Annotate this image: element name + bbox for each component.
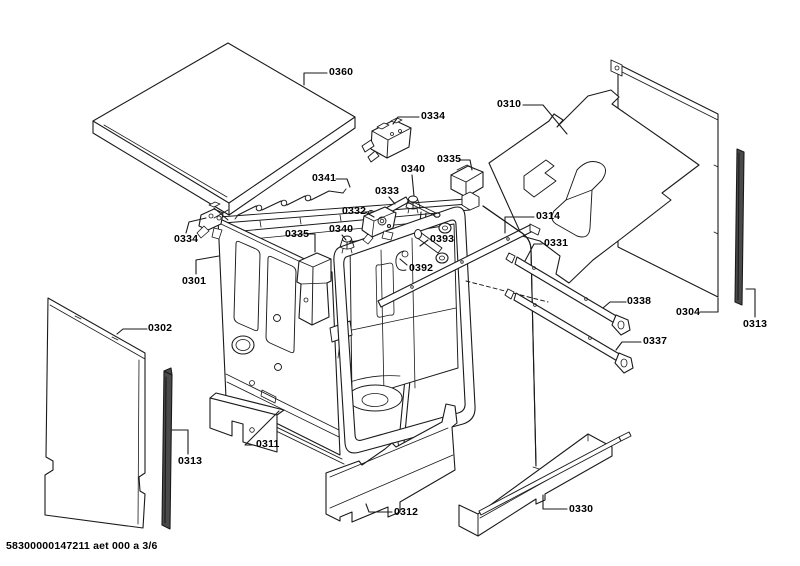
part-label-0360: 0360 — [329, 66, 354, 78]
part-label-0314: 0314 — [536, 210, 561, 222]
part-label-0331: 0331 — [544, 237, 569, 249]
part-label-0335-right: 0335 — [437, 153, 462, 165]
part-label-0313-left: 0313 — [178, 455, 203, 467]
leader-line-0337 — [615, 341, 642, 351]
leader-line-0313-right — [745, 288, 756, 318]
sound-insulation-drawing — [325, 403, 458, 523]
part-label-0310: 0310 — [497, 98, 522, 110]
document-code: 58300000147211 aet 000 a 3/6 — [6, 540, 158, 552]
part-label-0393: 0393 — [430, 233, 455, 245]
part-label-0334-left: 0334 — [174, 233, 199, 245]
part-label-0337: 0337 — [643, 335, 668, 347]
part-label-0334-top: 0334 — [421, 110, 446, 122]
corner-bracket-right-drawing — [450, 164, 484, 211]
leader-line-0333 — [388, 196, 396, 205]
leader-line-0302 — [116, 328, 148, 335]
part-label-0301: 0301 — [182, 275, 207, 287]
part-label-0304: 0304 — [676, 306, 701, 318]
leader-line-0360 — [303, 72, 328, 86]
leader-line-0341 — [335, 178, 351, 188]
leader-line-0312 — [365, 503, 393, 513]
part-label-0312: 0312 — [394, 506, 419, 518]
clamp-drawing — [395, 250, 407, 271]
leader-line-0304 — [699, 297, 719, 313]
leader-lines — [116, 72, 756, 513]
part-label-0313-right: 0313 — [743, 318, 768, 330]
leader-line-0311 — [244, 410, 280, 446]
trim-strip-left-drawing — [161, 367, 173, 530]
trim-strip-right-drawing — [734, 148, 745, 306]
insulation-mat-drawing — [488, 89, 700, 284]
part-label-0340-top: 0340 — [401, 163, 426, 175]
hinge-bracket-left-drawing — [196, 201, 229, 240]
part-label-0392: 0392 — [409, 262, 434, 274]
leader-line-0313-left — [171, 429, 189, 455]
top-panel-drawing — [92, 42, 356, 216]
base-plinth-drawing — [209, 392, 285, 453]
part-label-0311: 0311 — [256, 438, 280, 450]
leader-line-0330 — [542, 494, 568, 510]
part-label-0332: 0332 — [342, 205, 367, 217]
leader-line-0335-left — [306, 233, 316, 253]
wire-link-drawing — [234, 188, 347, 220]
part-label-0333: 0333 — [375, 185, 400, 197]
leader-line-0335-right — [458, 159, 473, 171]
leader-line-0332 — [364, 211, 375, 218]
part-label-0330: 0330 — [569, 503, 594, 515]
leader-line-0338 — [602, 301, 627, 309]
leader-line-0310 — [522, 104, 568, 135]
leader-line-0393 — [419, 239, 429, 247]
leader-line-0301 — [195, 255, 220, 275]
cabinet-body-drawing — [217, 198, 476, 465]
side-panel-drawing — [44, 297, 146, 529]
leader-line-0331 — [524, 243, 543, 262]
leader-line-0334-top — [392, 116, 420, 125]
part-label-0341: 0341 — [312, 172, 337, 184]
leader-line-0340-mid — [341, 234, 347, 241]
top-rail-drawing — [377, 223, 541, 308]
part-label-0302: 0302 — [148, 322, 173, 334]
leader-line-0334-left — [185, 217, 207, 234]
leader-line-0340-top — [411, 174, 415, 197]
part-label-0340-mid: 0340 — [329, 223, 354, 235]
hinge-bracket-top-drawing — [361, 117, 412, 163]
leader-line-0314 — [504, 216, 535, 234]
slide-rail-lower-drawing — [504, 288, 634, 374]
part-label-0335-left: 0335 — [285, 228, 310, 240]
bottom-channel-drawing — [458, 431, 632, 537]
leader-line-0392 — [399, 258, 408, 266]
strut-bushings-drawing — [414, 222, 452, 264]
slide-rail-upper-drawing — [505, 252, 631, 336]
corner-bracket-left-drawing — [296, 252, 332, 326]
clip-mid-drawing — [339, 235, 355, 254]
clip-top-drawing — [405, 195, 421, 214]
part-label-0338: 0338 — [627, 295, 652, 307]
door-seal-frame-drawing — [333, 206, 476, 454]
